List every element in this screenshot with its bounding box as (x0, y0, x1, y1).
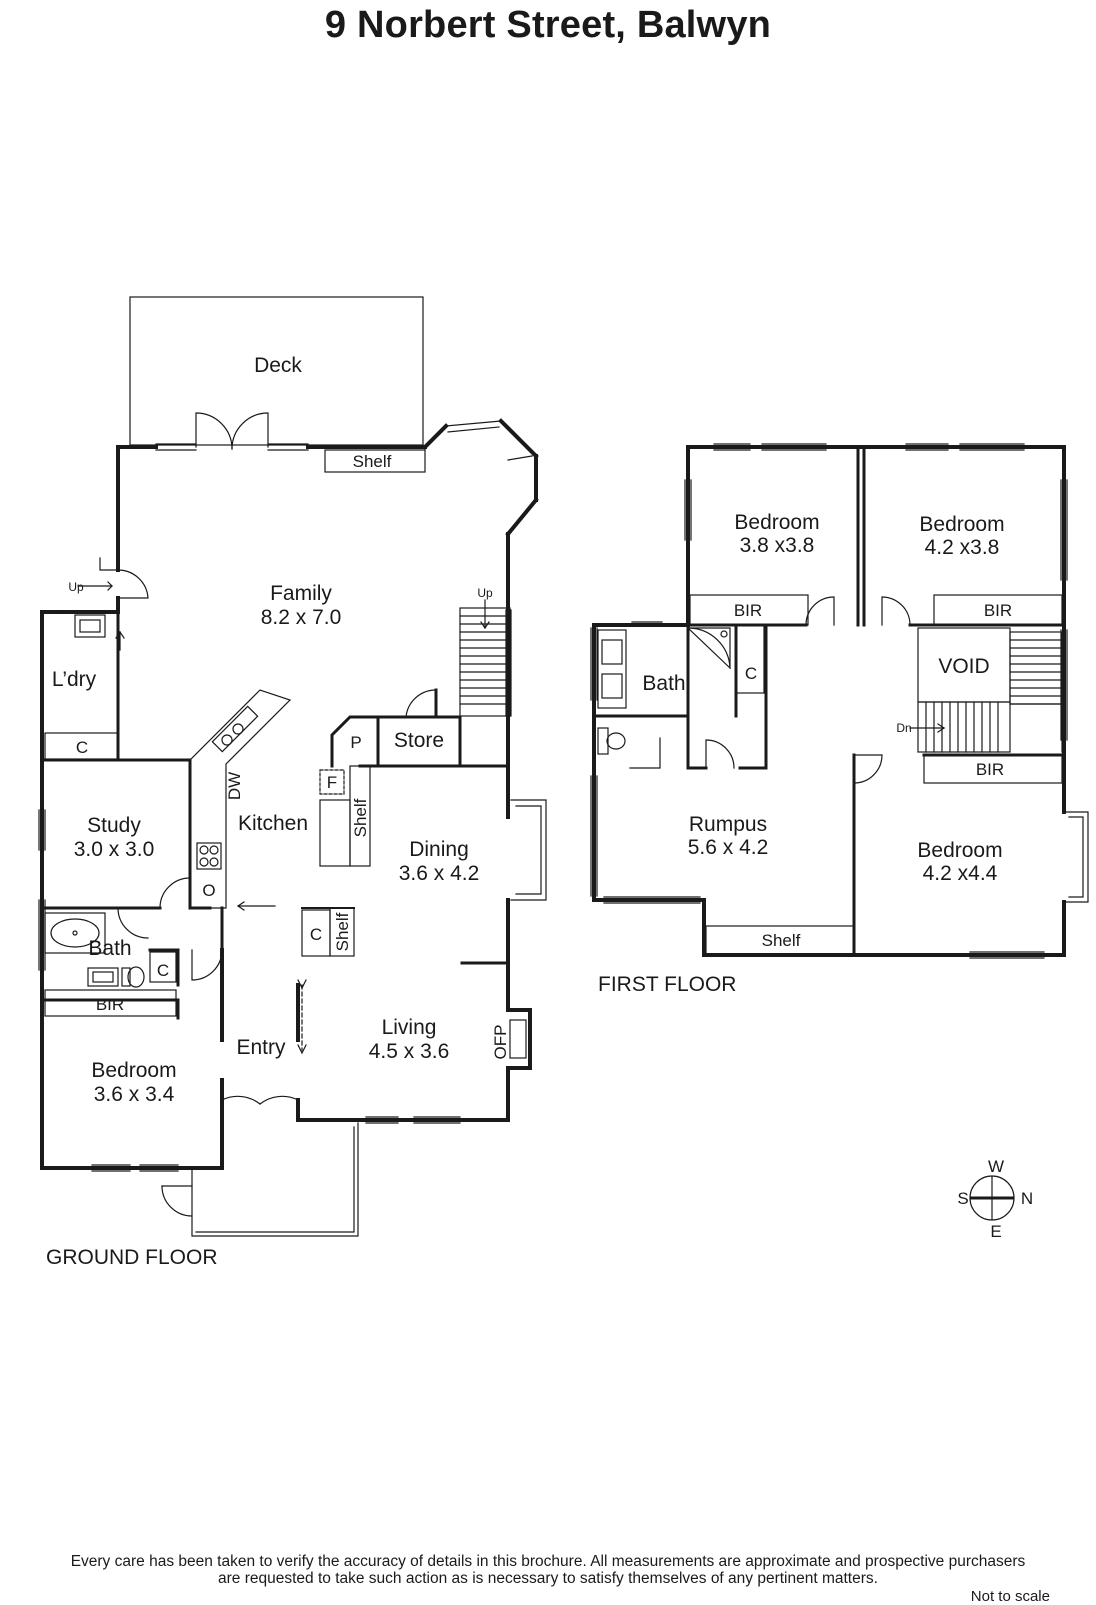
bath-cupboard-label: C (157, 961, 169, 980)
kitchen-shelf-label: Shelf (351, 798, 370, 837)
laundry-trough (74, 614, 106, 638)
laundry-cupboard-label: C (76, 738, 88, 757)
study-name-label: Study (87, 814, 141, 837)
void-stairs (909, 627, 1063, 753)
kitchen-label: Kitchen (238, 812, 308, 835)
compass-icon (969, 1175, 1015, 1221)
compass-e: E (990, 1222, 1001, 1241)
entry-doors (221, 979, 307, 1105)
pantry-label: P (350, 733, 361, 752)
first-bath-label: Bath (642, 672, 685, 695)
bir-label: BIR (96, 995, 124, 1014)
ground-floor-label: GROUND FLOOR (46, 1246, 218, 1269)
bed2-size-label: 4.2 x3.8 (925, 536, 1000, 559)
study-size-label: 3.0 x 3.0 (74, 838, 155, 861)
compass-n: N (1021, 1189, 1033, 1208)
family-name-label: Family (270, 582, 332, 605)
kitchen-bench (189, 689, 292, 909)
fireplace (509, 1019, 527, 1059)
first-windows (590, 443, 1089, 959)
laundry-cupboard (44, 732, 119, 760)
dishwasher-label: DW (225, 772, 244, 800)
rumpus-name-label: Rumpus (689, 813, 767, 836)
laundry-up-label: Up (68, 580, 84, 594)
bedroom-size-label: 3.6 x 3.4 (94, 1083, 175, 1106)
deck-outline (129, 296, 424, 446)
bedroom2-bir (933, 594, 1063, 626)
compass-w: W (988, 1157, 1004, 1176)
rumpus-shelf-label: Shelf (762, 931, 801, 950)
page-title: 9 Norbert Street, Balwyn (324, 4, 772, 46)
compass-labels: W S N E (957, 1157, 1033, 1241)
family-size-label: 8.2 x 7.0 (261, 606, 342, 629)
first-bath-cupboard (735, 624, 765, 694)
fridge-outline (319, 769, 345, 795)
bedroom-bir (44, 989, 177, 1017)
bed3-name-label: Bedroom (917, 839, 1002, 862)
bed1-size-label: 3.8 x3.8 (740, 534, 815, 557)
laundry-label: L’dry (52, 668, 97, 691)
first-labels: Bedroom 3.8 x3.8 Bedroom 4.2 x3.8 BIR BI… (598, 511, 1012, 996)
dining-name-label: Dining (409, 838, 469, 861)
ground-floor (38, 296, 547, 1237)
disclaimer-line-2: are requested to take such action as is … (218, 1570, 878, 1587)
stair-down-label: Dn (896, 721, 911, 735)
hall-shelf-label: Shelf (333, 912, 352, 951)
dining-size-label: 3.6 x 4.2 (399, 862, 480, 885)
bed1-name-label: Bedroom (734, 511, 819, 534)
first-floor-label: FIRST FLOOR (598, 973, 736, 996)
fridge-label: F (327, 773, 337, 792)
ground-interior-walls (40, 758, 510, 1020)
store-label: Store (394, 729, 444, 752)
pantry-store (330, 688, 462, 768)
bir2-label: BIR (984, 601, 1012, 620)
bed2-name-label: Bedroom (919, 513, 1004, 536)
deck-label: Deck (254, 354, 302, 377)
first-floor (590, 443, 1089, 959)
stair-up-label: Up (477, 586, 493, 600)
oven-label: O (202, 881, 215, 900)
porch (161, 1122, 359, 1237)
living-size-label: 4.5 x 3.6 (369, 1040, 450, 1063)
deck-doors (195, 412, 269, 450)
rumpus-size-label: 5.6 x 4.2 (688, 836, 769, 859)
cooktop-icon (196, 842, 222, 870)
first-bath-cupboard-label: C (745, 664, 757, 683)
rumpus-shelf (705, 925, 855, 956)
void-label: VOID (938, 655, 989, 678)
compass-s: S (957, 1189, 968, 1208)
disclaimer: Every care has been taken to verify the … (0, 1553, 1096, 1587)
ground-bath (44, 912, 177, 1017)
bir1-label: BIR (734, 601, 762, 620)
bed3-size-label: 4.2 x4.4 (923, 862, 998, 885)
disclaimer-line-1: Every care has been taken to verify the … (70, 1553, 1026, 1570)
deck-shelf-label: Shelf (353, 452, 392, 471)
bir3-label: BIR (976, 760, 1004, 779)
living-name-label: Living (382, 1016, 437, 1039)
bedroom-name-label: Bedroom (91, 1059, 176, 1082)
first-bath (597, 624, 765, 755)
hall-cupboard-label: C (310, 925, 322, 944)
not-to-scale-note: Not to scale (970, 1588, 1050, 1605)
laundry-door (77, 557, 149, 599)
family-shelf (324, 449, 426, 473)
bedroom3-bir (923, 754, 1063, 784)
bath-label: Bath (88, 937, 131, 960)
ground-exterior-walls (40, 418, 539, 1170)
bath-cupboard (149, 951, 177, 983)
ground-stairs (459, 599, 512, 717)
ofp-label: OFP (491, 1025, 510, 1060)
entry-label: Entry (236, 1036, 286, 1059)
ground-labels: Deck Shelf Family 8.2 x 7.0 Up L’dry C U… (46, 354, 510, 1269)
